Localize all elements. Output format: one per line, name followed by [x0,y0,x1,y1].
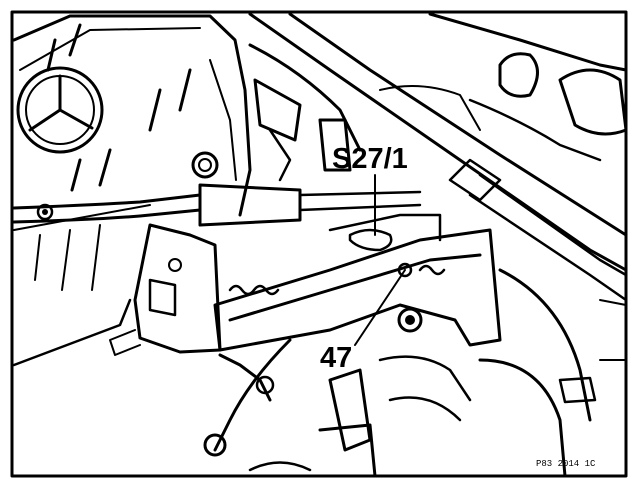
callout-leaders [354,174,406,346]
body-panel [12,14,252,367]
lower-linkage [203,338,472,478]
callout-label-47: 47 [320,342,352,374]
cable-harness [12,183,422,227]
lower-right-hose [478,268,627,478]
callout-label-s27-1: S27/1 [332,143,408,175]
switch-assembly [213,213,502,352]
figure-frame [10,10,628,478]
mid-upper-parts [248,43,362,182]
upper-right-fitting [379,12,628,162]
mounting-bracket [109,223,222,356]
figure-reference-code: P83 2014 1C [536,459,596,469]
star-emblem-icon [16,66,104,154]
upper-hose [248,12,628,302]
panel-bolts [36,151,219,272]
